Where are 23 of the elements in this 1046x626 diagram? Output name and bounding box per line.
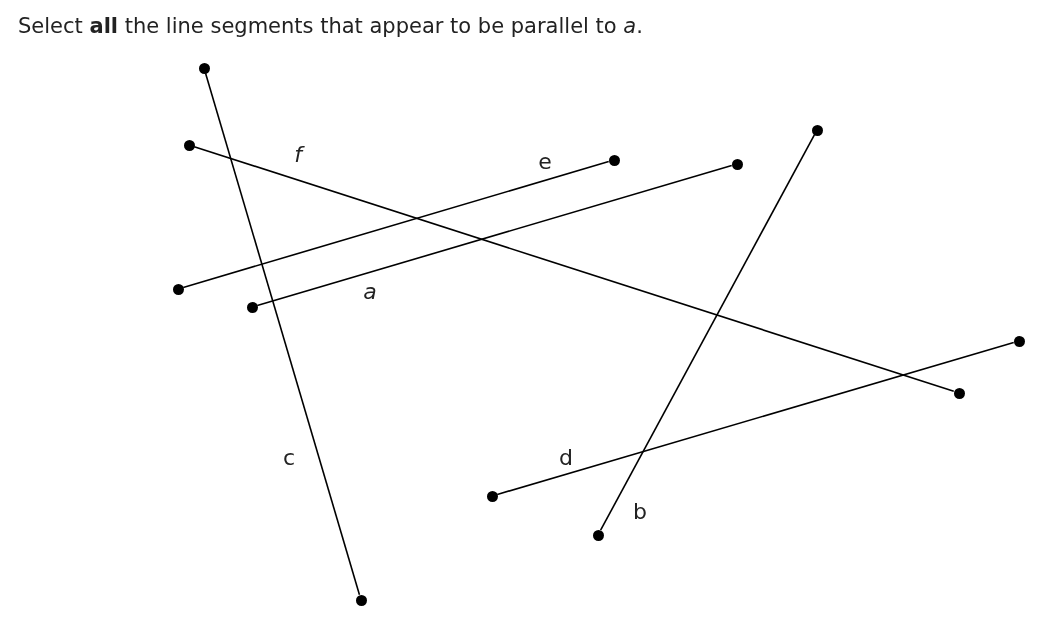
question-text: Select all the line segments that appear to be parallel to a. [18, 14, 643, 38]
segment-label: a [363, 281, 377, 303]
endpoint-dot [198, 62, 210, 74]
endpoint-dot [608, 154, 620, 166]
segment-label: e [538, 151, 552, 173]
endpoint-dot [183, 139, 195, 151]
endpoint-dot [811, 124, 823, 136]
line-segment [193, 145, 955, 393]
segment-label: b [633, 501, 647, 523]
endpoint-dot [592, 529, 604, 541]
line-segment [496, 341, 1015, 496]
line-segment [204, 72, 361, 596]
line-segment [256, 164, 733, 307]
endpoint-dot [172, 283, 184, 295]
endpoint-dot [731, 158, 743, 170]
line-segment [599, 134, 816, 531]
endpoint-dot [953, 387, 965, 399]
endpoint-dot [355, 594, 367, 606]
endpoint-dot [246, 301, 258, 313]
segment-label: d [559, 447, 573, 469]
segment-label: c [282, 447, 296, 469]
endpoint-dot [486, 490, 498, 502]
endpoint-dot [1013, 335, 1025, 347]
